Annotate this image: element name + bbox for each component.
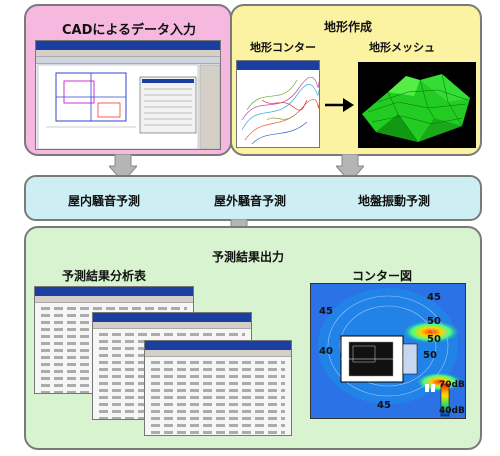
noise-contour-drawing (311, 284, 465, 418)
analysis-table-window-3 (144, 340, 292, 436)
outdoor-noise-prediction: 屋外騒音予測 (214, 194, 287, 208)
terrain-mesh-image (358, 62, 476, 148)
terrain-contour-drawing (241, 76, 319, 145)
terrain-down-arrow (336, 154, 364, 183)
results-title: 予測結果出力 (212, 250, 285, 264)
terrain-panel: 地形作成 地形コンター 地形メッシュ (230, 4, 482, 156)
terrain-mesh-drawing (362, 73, 470, 143)
cad-input-title: CADによるデータ入力 (62, 23, 197, 38)
terrain-contour-window (236, 60, 320, 148)
terrain-contour-label: 地形コンター (250, 41, 316, 54)
results-table-label: 予測結果分析表 (62, 269, 147, 283)
cad-window-screenshot (35, 40, 221, 150)
contour-map-label: コンター図 (352, 269, 413, 283)
contour-level-label: 50 (427, 334, 441, 345)
contour-level-label: 50 (423, 350, 437, 361)
contour-to-mesh-arrow (325, 98, 354, 112)
terrain-mesh-label: 地形メッシュ (369, 41, 435, 54)
terrain-title: 地形作成 (324, 20, 373, 34)
cad-down-arrow (109, 154, 137, 183)
contour-level-label: 45 (427, 292, 441, 303)
results-panel: 予測結果出力 予測結果分析表 コンター図 (24, 226, 482, 450)
ground-vibration-prediction: 地盤振動予測 (358, 194, 431, 208)
cad-drawing (37, 64, 220, 149)
noise-contour-map: 45 50 50 40 50 45 45 70dB 40dB (310, 283, 466, 419)
prediction-band: 屋内騒音予測 屋外騒音予測 地盤振動予測 (24, 175, 482, 221)
contour-level-label: 50 (427, 316, 441, 327)
scale-min-label: 40dB (439, 406, 465, 416)
scale-max-label: 70dB (439, 380, 465, 390)
contour-level-label: 45 (377, 400, 391, 411)
contour-level-label: 45 (319, 306, 333, 317)
indoor-noise-prediction: 屋内騒音予測 (68, 194, 141, 208)
contour-level-label: 40 (319, 346, 333, 357)
cad-input-panel: CADによるデータ入力 (24, 4, 232, 156)
